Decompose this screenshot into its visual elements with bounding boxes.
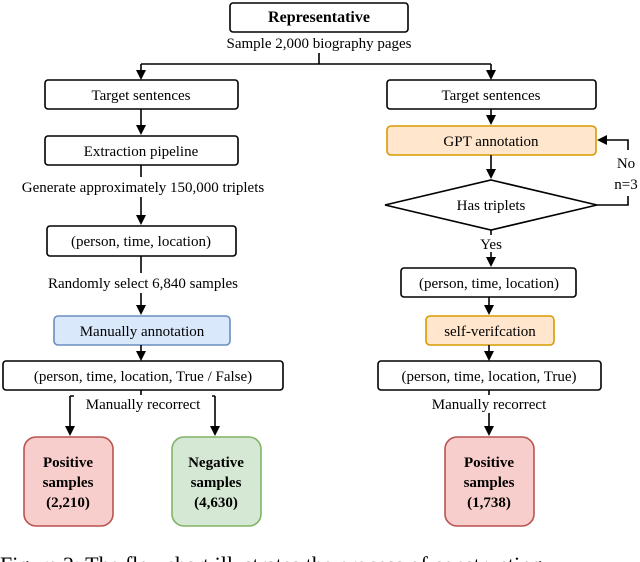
left-labeled-triplet-box <box>2 360 284 391</box>
left-triplet: (person, time, location) <box>71 234 211 250</box>
generate-label: Generate approximately 150,000 triplets <box>22 180 265 196</box>
representative-box <box>229 2 409 33</box>
loop-label-bg <box>610 150 638 196</box>
negative-count: (4,630) <box>194 495 238 511</box>
sample-label: Sample 2,000 biography pages <box>227 36 412 52</box>
self-verification: self-verifcation <box>444 324 536 340</box>
figure-caption-partial: Figure 2: The flowchart illustrates the … <box>0 552 559 562</box>
left-positive-line2: samples <box>43 475 94 491</box>
generate-label-bg <box>8 177 278 197</box>
no-label: No <box>617 156 635 172</box>
right-positive-line1: Positive <box>464 455 514 471</box>
left-positive-count: (2,210) <box>46 495 90 511</box>
negative-line1: Negative <box>188 455 244 471</box>
left-labeled-triplet: (person, time, location, True / False) <box>34 369 252 385</box>
left-recorrect-bg <box>74 395 212 413</box>
extraction-pipeline: Extraction pipeline <box>84 144 199 160</box>
negative-line2: samples <box>191 475 242 491</box>
yes-label-bg <box>477 235 505 252</box>
left-positive-line1: Positive <box>43 455 93 471</box>
manual-annotation: Manually annotation <box>80 324 205 340</box>
right-target-sentences: Target sentences <box>441 88 540 104</box>
right-positive-box <box>444 436 535 527</box>
right-positive-count: (1,738) <box>467 495 511 511</box>
left-positive-box <box>23 436 114 527</box>
select-label: Randomly select 6,840 samples <box>48 276 238 292</box>
split-connector <box>141 53 491 65</box>
n-label: n=3 <box>614 177 637 193</box>
manual-annotation-box <box>53 315 231 346</box>
right-positive-line2: samples <box>464 475 515 491</box>
has-triplets-label: Has triplets <box>457 198 526 214</box>
right-true-triplet: (person, time, location, True) <box>402 369 577 385</box>
right-recorrect-label: Manually recorrect <box>432 397 547 413</box>
representative-title: Representative <box>268 9 370 26</box>
right-recorrect-bg <box>424 395 554 413</box>
select-label-bg <box>34 273 252 293</box>
left-recorrect-label: Manually recorrect <box>86 397 201 413</box>
right-triplet: (person, time, location) <box>419 276 559 292</box>
left-target-sentences: Target sentences <box>91 88 190 104</box>
negative-box <box>171 436 262 527</box>
self-verification-box <box>425 315 555 346</box>
gpt-annotation: GPT annotation <box>443 134 539 150</box>
yes-label: Yes <box>480 237 502 253</box>
